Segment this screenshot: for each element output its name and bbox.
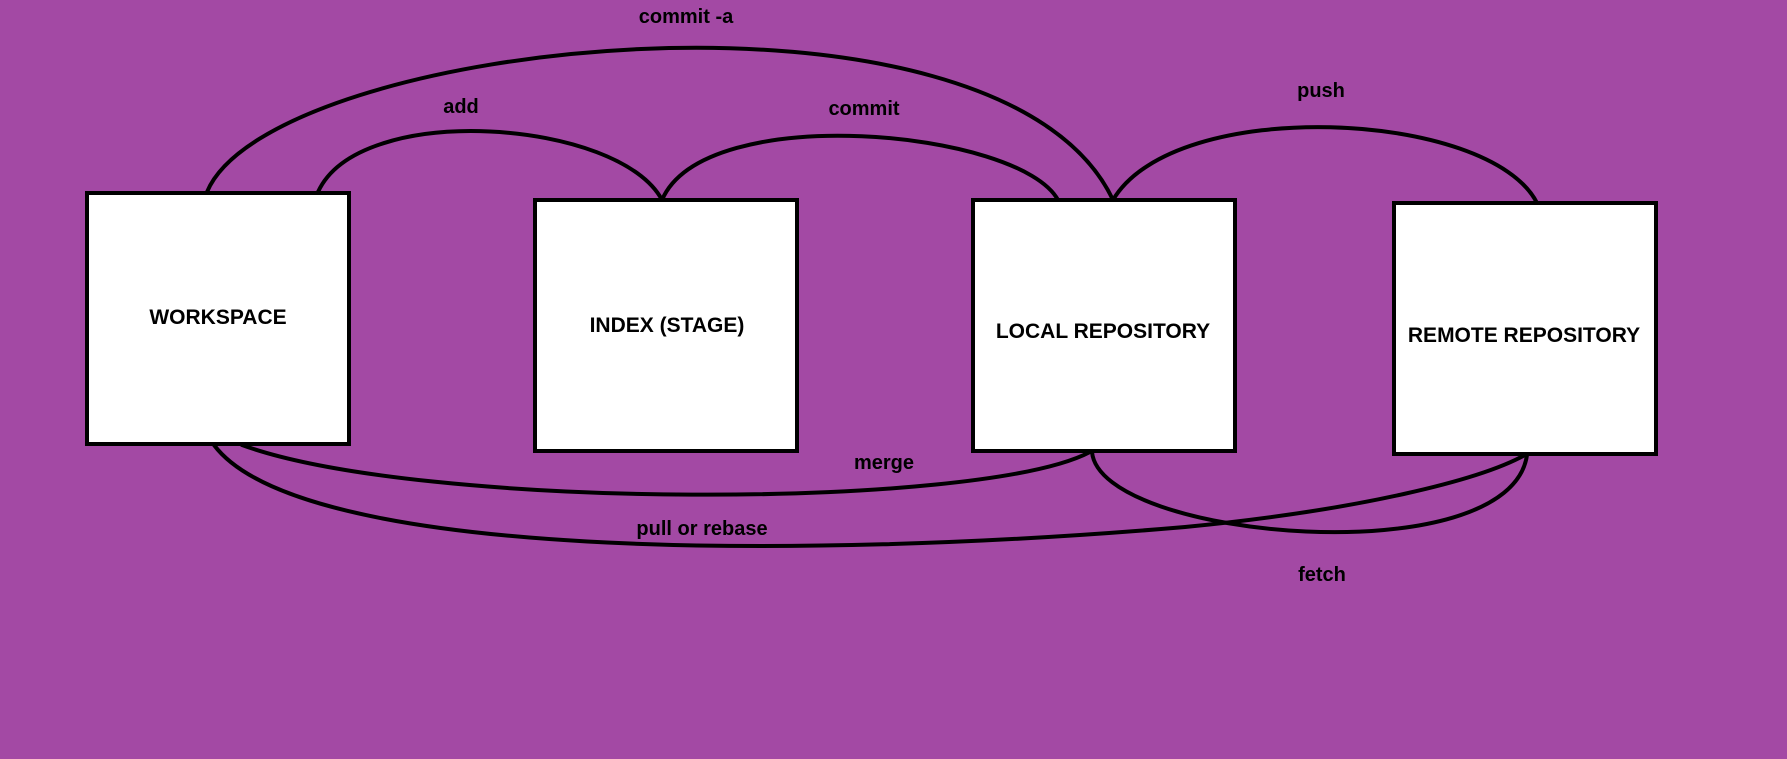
- commit-a-label: commit -a: [639, 6, 734, 28]
- edge-commit-curve: [660, 133, 1060, 202]
- commit-label: commit: [828, 98, 899, 120]
- index-stage-box: [533, 198, 799, 453]
- edge-add-curve: [316, 129, 664, 202]
- merge-label: merge: [854, 452, 914, 474]
- local-repository-box: [971, 198, 1237, 453]
- local-repository-label: LOCAL REPOSITORY: [996, 320, 1210, 343]
- edge-push-curve: [1111, 125, 1539, 205]
- edge-merge-curve: [240, 443, 1092, 497]
- push-label: push: [1297, 80, 1345, 102]
- workspace-box: [85, 191, 351, 446]
- edge-commit-a-curve: [205, 45, 1115, 202]
- workspace-label: WORKSPACE: [149, 306, 286, 329]
- edge-pull-or-rebase-curve: [212, 443, 1527, 548]
- index-stage-label: INDEX (STAGE): [590, 314, 745, 337]
- edge-fetch-curve: [1090, 450, 1529, 535]
- remote-repository-label: REMOTE REPOSITORY: [1408, 324, 1640, 347]
- remote-repository-box: [1392, 201, 1658, 456]
- pull-or-rebase-label: pull or rebase: [636, 518, 767, 540]
- add-label: add: [443, 96, 479, 118]
- fetch-label: fetch: [1298, 564, 1346, 586]
